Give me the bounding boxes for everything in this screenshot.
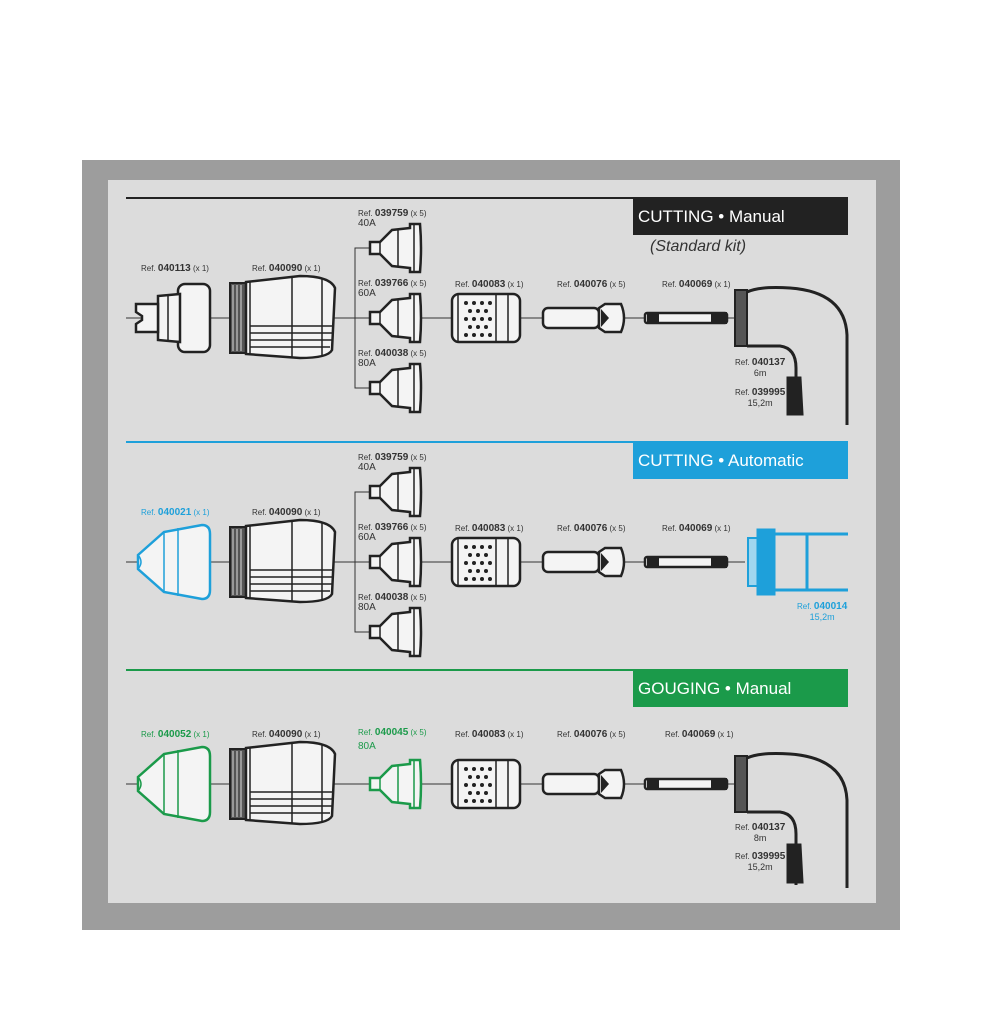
part-label: Ref. 040083 (x 1) [455, 279, 524, 290]
part-label: Ref. 040076 (x 5) [557, 279, 626, 290]
nozzle-040038 [368, 362, 423, 414]
part-label: Ref. 040069 (x 1) [665, 729, 734, 740]
electrode-040076 [541, 302, 626, 334]
nozzle-039766 [368, 292, 423, 344]
diffuser-040083 [450, 536, 522, 588]
nozzle-040045 [368, 758, 423, 810]
part-label: Ref. 040083 (x 1) [455, 523, 524, 534]
tube-040069 [643, 776, 729, 792]
part-label: Ref. 040090 (x 1) [252, 729, 321, 740]
part-label: Ref. 040076 (x 5) [557, 523, 626, 534]
diffuser-040083 [450, 758, 522, 810]
part-label: Ref. 039766 (x 5)60A [358, 522, 427, 543]
section-header-gouging-manual: GOUGING • Manual [633, 670, 848, 707]
section-header-cutting-automatic: CUTTING • Automatic [633, 442, 848, 479]
part-label: Ref. 039766 (x 5)60A [358, 278, 427, 299]
automatic-torch-head [747, 528, 848, 596]
part-label: Ref. 040038 (x 5)80A [358, 592, 427, 613]
manual-torch-head [734, 286, 849, 425]
tip-040113 [134, 282, 212, 354]
part-label: Ref. 040113 (x 1) [141, 263, 209, 274]
part-label: Ref. 040052 (x 1) [141, 729, 210, 740]
diffuser-040083 [450, 292, 522, 344]
section-subtitle: (Standard kit) [650, 238, 747, 255]
part-label: Ref. 040038 (x 5)80A [358, 348, 427, 369]
part-label: Ref. 040090 (x 1) [252, 263, 321, 274]
part-label: Ref. 040069 (x 1) [662, 279, 731, 290]
nozzle-039759 [368, 466, 423, 518]
shield-040052 [136, 745, 212, 823]
body-040090 [228, 518, 337, 604]
nozzle-039759 [368, 222, 423, 274]
electrode-040076 [541, 768, 626, 800]
part-label: Ref. 040069 (x 1) [662, 523, 731, 534]
body-040090 [228, 274, 337, 360]
electrode-040076 [541, 546, 626, 578]
part-label: Ref. 040021 (x 1) [141, 507, 210, 518]
manual-torch-head [734, 752, 849, 888]
part-label: Ref. 039759 (x 5)40A [358, 208, 427, 229]
part-label: Ref. 040090 (x 1) [252, 507, 321, 518]
section-header-cutting-manual: CUTTING • Manual [633, 198, 848, 235]
part-label: Ref. 040076 (x 5) [557, 729, 626, 740]
nozzle-039766 [368, 536, 423, 588]
part-label: Ref. 039759 (x 5)40A [358, 452, 427, 473]
nozzle-040038 [368, 606, 423, 658]
part-label: Ref. 040083 (x 1) [455, 729, 524, 740]
body-040090 [228, 740, 337, 826]
tube-040069 [643, 554, 729, 570]
part-label: Ref. 040045 (x 5)80A [358, 727, 427, 752]
tube-040069 [643, 310, 729, 326]
shield-040021 [136, 523, 212, 601]
